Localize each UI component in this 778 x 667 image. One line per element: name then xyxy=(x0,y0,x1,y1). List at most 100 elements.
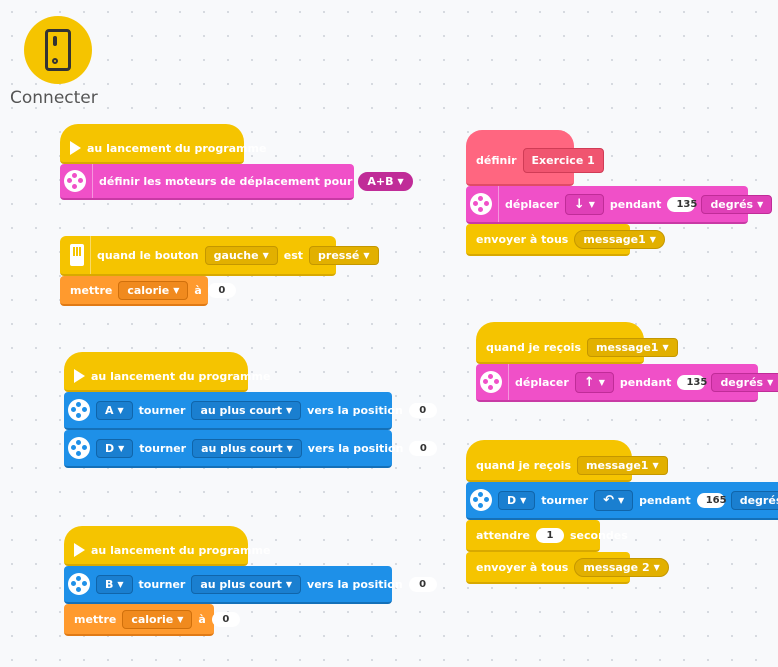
variable-dropdown[interactable]: calorie▼ xyxy=(118,280,189,300)
position-input[interactable]: 0 xyxy=(408,576,437,592)
button-dropdown[interactable]: gauche▼ xyxy=(204,245,278,265)
chevron-down-icon: ▼ xyxy=(649,234,656,244)
rotation-direction-dropdown[interactable]: ↶▼ xyxy=(594,489,634,511)
broadcast-block[interactable]: envoyer à tous message1▼ xyxy=(466,224,665,256)
connect-button[interactable]: Connecter xyxy=(10,16,110,108)
when-program-starts-block[interactable]: au lancement du programme xyxy=(64,352,270,392)
when-i-receive-block[interactable]: quand je reçois message1▼ xyxy=(476,322,678,364)
set-variable-block[interactable]: mettre calorie▼ à 0 xyxy=(64,604,240,636)
message-dropdown[interactable]: message1▼ xyxy=(577,455,668,475)
play-icon xyxy=(74,536,85,564)
motor-port-dropdown[interactable]: B▼ xyxy=(96,574,133,594)
position-input[interactable]: 0 xyxy=(409,440,438,456)
direction-mode-dropdown[interactable]: au plus court▼ xyxy=(191,574,302,594)
motor-icon xyxy=(68,570,90,598)
during-label: pendant xyxy=(639,493,691,507)
value-input[interactable]: 0 xyxy=(207,282,236,298)
to-position-label: vers la position xyxy=(307,441,404,455)
hat-label: au lancement du programme xyxy=(91,369,271,383)
chevron-down-icon: ▼ xyxy=(173,285,180,295)
wait-input[interactable]: 1 xyxy=(536,527,564,543)
play-icon xyxy=(70,134,81,162)
motor-go-to-position-block[interactable]: B▼ tourner au plus court▼ vers la positi… xyxy=(64,566,437,604)
hub-icon xyxy=(24,16,92,84)
when-program-starts-block[interactable]: au lancement du programme xyxy=(64,526,270,566)
motor-port-dropdown[interactable]: A▼ xyxy=(96,400,133,420)
chevron-down-icon: ▼ xyxy=(588,199,595,209)
receive-label: quand je reçois xyxy=(486,340,582,354)
to-position-label: vers la position xyxy=(307,403,403,417)
move-for-block[interactable]: déplacer ↑▼ pendant 135 degrés▼ xyxy=(476,364,778,402)
set-movement-motors-block[interactable]: définir les moteurs de déplacement pour … xyxy=(60,164,413,200)
turn-label: tourner xyxy=(138,403,186,417)
motor-icon xyxy=(68,396,90,424)
position-input[interactable]: 0 xyxy=(408,402,437,418)
movement-motors-icon xyxy=(480,368,502,396)
motor-port-dropdown[interactable]: D▼ xyxy=(498,490,536,510)
unit-dropdown[interactable]: degrés▼ xyxy=(711,372,778,392)
message-dropdown[interactable]: message1▼ xyxy=(587,337,678,357)
is-label: est xyxy=(283,248,304,262)
motor-go-to-position-block[interactable]: D▼ tourner au plus court▼ vers la positi… xyxy=(64,430,438,468)
play-icon xyxy=(74,362,85,390)
turn-label: tourner xyxy=(541,493,589,507)
define-label: définir xyxy=(476,153,517,167)
chevron-down-icon: ▼ xyxy=(397,176,404,186)
chevron-down-icon: ▼ xyxy=(118,443,125,453)
motor-go-to-position-block[interactable]: A▼ tourner au plus court▼ vers la positi… xyxy=(64,392,437,430)
wait-label: attendre xyxy=(476,528,530,542)
motor-icon xyxy=(470,486,492,514)
when-button-pressed-block[interactable]: quand le bouton gauche▼ est pressé▼ xyxy=(60,236,379,276)
amount-input[interactable]: 135 xyxy=(667,196,697,212)
to-label: à xyxy=(198,612,206,626)
set-variable-block[interactable]: mettre calorie▼ à 0 xyxy=(60,276,236,306)
chevron-down-icon: ▼ xyxy=(652,460,659,470)
movement-motors-icon xyxy=(470,190,492,218)
value-input[interactable]: 0 xyxy=(211,611,240,627)
chevron-down-icon: ▼ xyxy=(363,250,370,260)
arrow-down-icon: ↓ xyxy=(573,196,585,212)
direction-dropdown[interactable]: ↓▼ xyxy=(564,193,604,215)
chevron-down-icon: ▼ xyxy=(662,342,669,352)
move-label: déplacer xyxy=(505,197,559,211)
chevron-down-icon: ▼ xyxy=(598,377,605,387)
state-dropdown[interactable]: pressé▼ xyxy=(309,245,379,265)
arrow-up-icon: ↑ xyxy=(583,374,595,390)
direction-dropdown[interactable]: ↑▼ xyxy=(574,371,614,393)
amount-input[interactable]: 165 xyxy=(696,492,727,508)
chevron-down-icon: ▼ xyxy=(117,405,124,415)
direction-mode-dropdown[interactable]: au plus court▼ xyxy=(192,438,302,458)
hub-button-icon xyxy=(70,241,84,269)
chevron-down-icon: ▼ xyxy=(117,579,124,589)
chevron-down-icon: ▼ xyxy=(618,495,625,505)
wait-seconds-block[interactable]: attendre 1 secondes xyxy=(466,520,628,552)
unit-dropdown[interactable]: degrés▼ xyxy=(701,194,773,214)
amount-input[interactable]: 135 xyxy=(677,374,707,390)
set-label: mettre xyxy=(74,612,117,626)
connect-label: Connecter xyxy=(10,88,98,108)
motor-port-dropdown[interactable]: D▼ xyxy=(96,438,134,458)
motor-icon xyxy=(68,434,90,462)
motors-pair-dropdown[interactable]: A+B▼ xyxy=(358,171,413,191)
direction-mode-dropdown[interactable]: au plus court▼ xyxy=(191,400,302,420)
when-i-receive-block[interactable]: quand je reçois message1▼ xyxy=(466,440,668,482)
message-dropdown[interactable]: message1▼ xyxy=(574,229,665,249)
unit-dropdown[interactable]: degrés▼ xyxy=(730,490,778,510)
receive-label: quand je reçois xyxy=(476,458,572,472)
procedure-name[interactable]: Exercice 1 xyxy=(522,147,604,173)
chevron-down-icon: ▼ xyxy=(177,614,184,624)
broadcast-block[interactable]: envoyer à tous message 2▼ xyxy=(466,552,669,584)
when-program-starts-block[interactable]: au lancement du programme xyxy=(60,124,266,164)
chevron-down-icon: ▼ xyxy=(757,199,764,209)
chevron-down-icon: ▼ xyxy=(520,495,527,505)
set-motors-label: définir les moteurs de déplacement pour xyxy=(99,174,353,188)
move-for-block[interactable]: déplacer ↓▼ pendant 135 degrés▼ xyxy=(466,186,773,224)
during-label: pendant xyxy=(619,375,672,389)
chevron-down-icon: ▼ xyxy=(285,579,293,589)
when-button-label: quand le bouton xyxy=(97,248,199,262)
define-block[interactable]: définir Exercice 1 xyxy=(466,130,604,186)
variable-dropdown[interactable]: calorie▼ xyxy=(122,609,193,629)
motor-run-for-block[interactable]: D▼ tourner ↶▼ pendant 165 degrés▼ xyxy=(466,482,778,520)
message-dropdown[interactable]: message 2▼ xyxy=(574,557,669,577)
set-label: mettre xyxy=(70,283,113,297)
